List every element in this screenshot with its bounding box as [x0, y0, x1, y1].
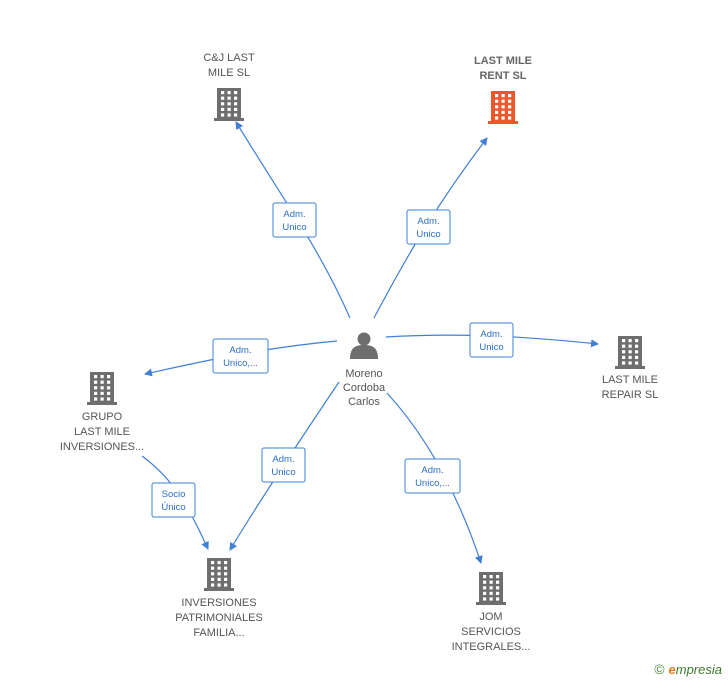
- edge-label-e-repair[interactable]: Adm. Unico: [469, 322, 514, 358]
- company-label-line: REPAIR SL: [602, 389, 659, 401]
- edge-label-line: Adm.: [283, 209, 305, 220]
- edge-label-line: Unico: [416, 229, 440, 240]
- building-icon: [615, 336, 645, 369]
- company-node-jom-servicios[interactable]: JOM SERVICIOS INTEGRALES...: [452, 572, 531, 653]
- edge-label-line: Único: [161, 502, 185, 513]
- company-label-line: JOM: [479, 611, 502, 623]
- company-label-line: RENT SL: [479, 70, 526, 82]
- brand-name: mpresia: [675, 662, 722, 677]
- edge-label-e-jom[interactable]: Adm. Unico,...: [404, 458, 461, 494]
- edge-label-line: Adm.: [272, 454, 294, 465]
- company-node-grupo-last-mile[interactable]: GRUPO LAST MILE INVERSIONES...: [60, 372, 144, 453]
- company-label-line: PATRIMONIALES: [175, 612, 263, 624]
- edge-label-line: Socio: [162, 489, 186, 500]
- company-label-line: GRUPO: [82, 411, 123, 423]
- building-icon: [214, 88, 244, 121]
- company-label-line: INVERSIONES...: [60, 441, 144, 453]
- edge-label-e-grupo[interactable]: Adm. Unico,...: [212, 338, 269, 374]
- company-label-line: LAST MILE: [602, 374, 658, 386]
- edge-label-e-inv[interactable]: Adm. Unico: [261, 447, 306, 483]
- building-icon: [204, 558, 234, 591]
- edges-layer: [141, 121, 599, 564]
- person-icon: [350, 332, 378, 359]
- person-name-line: Carlos: [348, 396, 380, 408]
- copyright-symbol: ©: [654, 661, 665, 677]
- edge-label-line: Unico: [282, 222, 306, 233]
- company-node-last-mile-repair[interactable]: LAST MILE REPAIR SL: [602, 336, 659, 401]
- edge-label-line: Unico,...: [415, 478, 450, 489]
- company-node-cj-last-mile[interactable]: C&J LAST MILE SL: [203, 52, 255, 121]
- company-label-line: LAST MILE: [474, 55, 532, 67]
- edge-label-line: Adm.: [229, 345, 251, 356]
- company-label-line: INVERSIONES: [181, 597, 256, 609]
- building-icon: [476, 572, 506, 605]
- company-label-line: INTEGRALES...: [452, 641, 531, 653]
- company-label-line: LAST MILE: [74, 426, 130, 438]
- company-label-line: SERVICIOS: [461, 626, 521, 638]
- person-name-line: Cordoba: [343, 382, 386, 394]
- company-label-line: MILE SL: [208, 67, 250, 79]
- company-label-line: FAMILIA...: [193, 627, 244, 639]
- footer-brand: ©empresia: [654, 661, 722, 677]
- edge-labels: Adm.UnicoAdm.UnicoAdm.UnicoAdm.Unico,...…: [151, 202, 514, 518]
- edge-label-line: Unico,...: [223, 358, 258, 369]
- edge-label-line: Adm.: [480, 329, 502, 340]
- edge-label-line: Unico: [479, 342, 503, 353]
- edge-label-e-rent[interactable]: Adm. Unico: [406, 209, 451, 245]
- building-icon: [488, 91, 518, 124]
- company-node-last-mile-rent[interactable]: LAST MILE RENT SL: [474, 55, 532, 124]
- edge-label-line: Unico: [271, 467, 295, 478]
- person-name-line: Moreno: [345, 368, 382, 380]
- company-node-inversiones-patrimoniales[interactable]: INVERSIONES PATRIMONIALES FAMILIA...: [175, 558, 263, 639]
- edge-label-e-cj[interactable]: Adm. Unico: [272, 202, 317, 238]
- brand-initial: e: [668, 662, 676, 677]
- edge-label-line: Adm.: [417, 216, 439, 227]
- company-label-line: C&J LAST: [203, 52, 255, 64]
- edge-label-line: Adm.: [421, 465, 443, 476]
- building-icon: [87, 372, 117, 405]
